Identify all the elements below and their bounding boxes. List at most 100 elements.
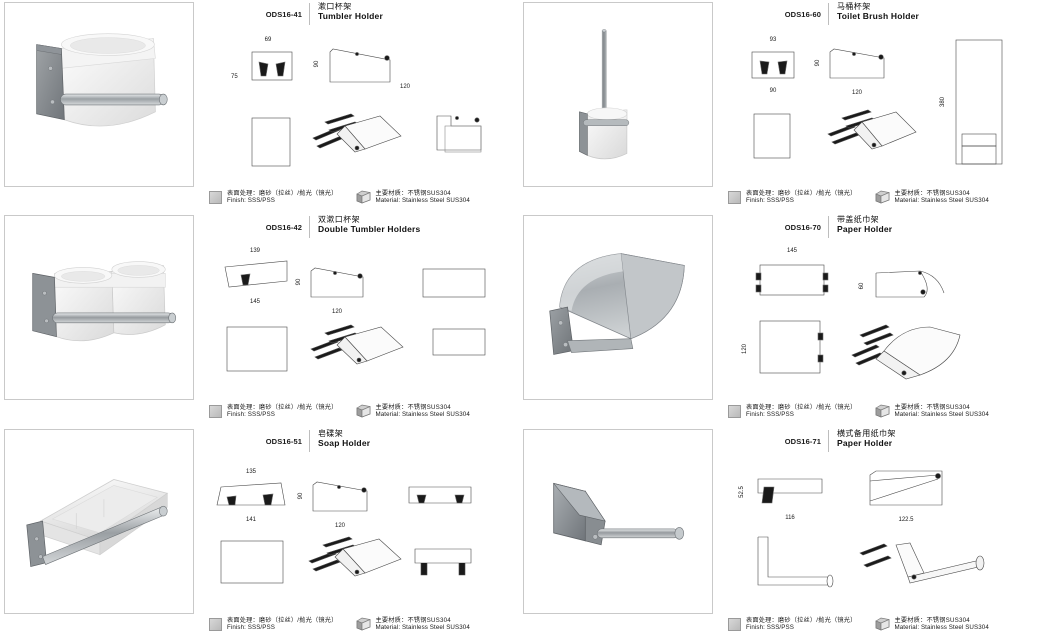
- product-names: 漱口杯架 Tumbler Holder: [310, 2, 383, 21]
- finish-swatch-icon: [209, 190, 222, 204]
- technical-drawings: 135 141 90 120: [205, 457, 519, 605]
- spec-material-en: Material: Stainless Steel SUS304: [375, 624, 470, 632]
- spec-material-cn: 主要材质：不锈钢SUS304: [375, 189, 451, 197]
- product-names: 带盖纸巾架 Paper Holder: [829, 215, 893, 234]
- product-name-en: Paper Holder: [837, 437, 893, 448]
- spec-material: 主要材质：不锈钢SUS304 Material: Stainless Steel…: [875, 617, 989, 633]
- product-code: ODS16-42: [205, 216, 310, 238]
- spec-finish-cn: 表面处理：磨砂（拉丝）/抛光（镜光）: [227, 403, 338, 411]
- panel-header: ODS16-60 马桶杯架 Toilet Brush Holder: [724, 2, 1045, 28]
- product-photo-double-tumbler-holders: [32, 261, 177, 342]
- technical-drawings: 145 60: [724, 243, 1045, 391]
- product-photo-box: [523, 215, 713, 400]
- panel-header: ODS16-41 漱口杯架 Tumbler Holder: [205, 2, 519, 28]
- spec-material: 主要材质：不锈钢SUS304 Material: Stainless Steel…: [875, 404, 989, 420]
- spec-finish-cn: 表面处理：磨砂（拉丝）/抛光（镜光）: [746, 189, 857, 197]
- panel-content: ODS16-41 漱口杯架 Tumbler Holder: [201, 2, 519, 213]
- technical-drawings: 69 75 90 120: [205, 30, 519, 178]
- spec-material-cn: 主要材质：不锈钢SUS304: [375, 403, 451, 411]
- spec-finish: 表面处理：磨砂（拉丝）/抛光（镜光） Finish: SSS/PSS: [728, 404, 857, 420]
- product-photo-toilet-brush-holder: [579, 29, 630, 160]
- product-name-cn: 皂碟架: [318, 429, 344, 438]
- product-name-cn: 双漱口杯架: [318, 215, 360, 224]
- drawing-group: 145 60: [742, 248, 961, 380]
- product-name-cn: 带盖纸巾架: [837, 215, 879, 224]
- drawing-group: 52.5 116 122.5: [739, 470, 985, 588]
- spec-finish-en: Finish: SSS/PSS: [227, 411, 275, 419]
- dim-label: 52.5: [739, 486, 745, 498]
- dim-label: 90: [815, 59, 821, 66]
- spec-finish-en: Finish: SSS/PSS: [227, 197, 275, 205]
- technical-drawings: 139 145 90 120: [205, 243, 519, 391]
- panel-content: ODS16-42 双漱口杯架 Double Tumbler Holders: [201, 215, 519, 427]
- spec-footer: 表面处理：磨砂（拉丝）/抛光（镜光） Finish: SSS/PSS 主要材质：…: [209, 617, 515, 633]
- dim-label: 90: [298, 492, 304, 499]
- spec-finish-en: Finish: SSS/PSS: [746, 197, 794, 205]
- material-cube-icon: [875, 190, 889, 204]
- product-code: ODS16-60: [724, 3, 829, 25]
- spec-finish-en: Finish: SSS/PSS: [227, 624, 275, 632]
- technical-drawings: 93 90 90 120: [724, 30, 1045, 178]
- spec-finish-cn: 表面处理：磨砂（拉丝）/抛光（镜光）: [227, 189, 338, 197]
- material-cube-icon: [356, 190, 370, 204]
- product-code: ODS16-70: [724, 216, 829, 238]
- material-cube-icon: [356, 617, 370, 631]
- panel-header: ODS16-42 双漱口杯架 Double Tumbler Holders: [205, 215, 519, 241]
- spec-footer: 表面处理：磨砂（拉丝）/抛光（镜光） Finish: SSS/PSS 主要材质：…: [209, 190, 515, 206]
- product-names: 马桶杯架 Toilet Brush Holder: [829, 2, 919, 21]
- product-code: ODS16-41: [205, 3, 310, 25]
- product-name-en: Paper Holder: [837, 223, 893, 234]
- product-name-en: Tumbler Holder: [318, 10, 383, 21]
- panel-content: ODS16-71 横式备用纸巾架 Paper Holder 52.5: [720, 429, 1045, 640]
- spec-finish-cn: 表面处理：磨砂（拉丝）/抛光（镜光）: [227, 616, 338, 624]
- dim-label: 90: [770, 88, 777, 94]
- product-photo-box: [4, 429, 194, 614]
- spec-finish: 表面处理：磨砂（拉丝）/抛光（镜光） Finish: SSS/PSS: [209, 190, 338, 206]
- spec-material-en: Material: Stainless Steel SUS304: [375, 411, 470, 419]
- finish-swatch-icon: [728, 190, 741, 204]
- spec-material-cn: 主要材质：不锈钢SUS304: [894, 403, 970, 411]
- spec-material-en: Material: Stainless Steel SUS304: [375, 197, 470, 205]
- spec-finish-en: Finish: SSS/PSS: [746, 411, 794, 419]
- material-cube-icon: [875, 404, 889, 418]
- spec-finish-cn: 表面处理：磨砂（拉丝）/抛光（镜光）: [746, 616, 857, 624]
- dim-label: 69: [265, 37, 272, 43]
- product-names: 横式备用纸巾架 Paper Holder: [829, 429, 896, 448]
- dim-label: 75: [231, 74, 238, 80]
- spec-finish: 表面处理：磨砂（拉丝）/抛光（镜光） Finish: SSS/PSS: [728, 190, 857, 206]
- product-panel-paper-holder-covered: ODS16-70 带盖纸巾架 Paper Holder: [519, 213, 1045, 427]
- panel-content: ODS16-60 马桶杯架 Toilet Brush Holder: [720, 2, 1045, 213]
- dim-label: 93: [770, 37, 777, 43]
- spec-material-en: Material: Stainless Steel SUS304: [894, 197, 989, 205]
- panel-content: ODS16-70 带盖纸巾架 Paper Holder: [720, 215, 1045, 427]
- product-name-cn: 马桶杯架: [837, 2, 871, 11]
- spec-finish-en: Finish: SSS/PSS: [746, 624, 794, 632]
- dim-label: 135: [246, 469, 257, 475]
- panel-header: ODS16-71 横式备用纸巾架 Paper Holder: [724, 429, 1045, 455]
- dim-label: 380: [940, 96, 946, 107]
- spec-footer: 表面处理：磨砂（拉丝）/抛光（镜光） Finish: SSS/PSS 主要材质：…: [209, 404, 515, 420]
- dim-label: 120: [335, 523, 346, 529]
- drawing-group: 139 145 90 120: [224, 248, 486, 372]
- product-photo-paper-holder-open: [552, 482, 685, 546]
- dim-label: 120: [332, 309, 343, 315]
- spec-footer: 表面处理：磨砂（拉丝）/抛光（镜光） Finish: SSS/PSS 主要材质：…: [728, 404, 1041, 420]
- material-cube-icon: [875, 617, 889, 631]
- product-name-en: Soap Holder: [318, 437, 371, 448]
- dim-label: 60: [859, 282, 865, 289]
- spec-material-cn: 主要材质：不锈钢SUS304: [375, 616, 451, 624]
- drawing-group: 93 90 90 120: [751, 37, 1003, 165]
- spec-material: 主要材质：不锈钢SUS304 Material: Stainless Steel…: [356, 190, 470, 206]
- product-name-cn: 横式备用纸巾架: [837, 429, 896, 438]
- product-photo-box: [523, 2, 713, 187]
- spec-footer: 表面处理：磨砂（拉丝）/抛光（镜光） Finish: SSS/PSS 主要材质：…: [728, 617, 1041, 633]
- product-names: 皂碟架 Soap Holder: [310, 429, 371, 448]
- dim-label: 145: [250, 299, 261, 305]
- spec-material-en: Material: Stainless Steel SUS304: [894, 411, 989, 419]
- technical-drawings: 52.5 116 122.5: [724, 457, 1045, 605]
- dim-label: 139: [250, 248, 261, 254]
- product-panel-paper-holder-open: ODS16-71 横式备用纸巾架 Paper Holder 52.5: [519, 427, 1045, 640]
- spec-finish: 表面处理：磨砂（拉丝）/抛光（镜光） Finish: SSS/PSS: [209, 617, 338, 633]
- dim-label: 141: [246, 517, 257, 523]
- product-code: ODS16-71: [724, 430, 829, 452]
